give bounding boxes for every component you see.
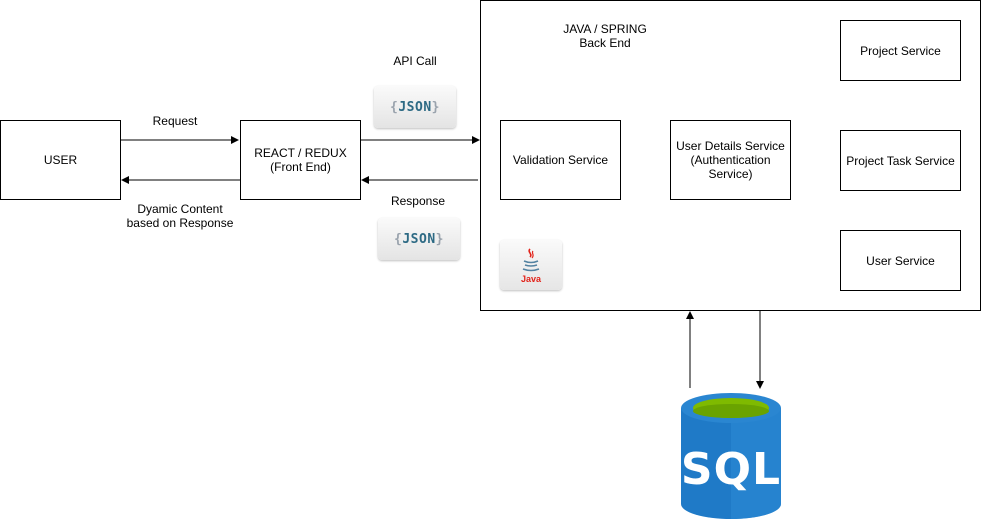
json-brace-close: } <box>435 231 444 247</box>
json-word: JSON <box>398 99 432 115</box>
project-task-service-node[interactable]: Project Task Service <box>840 130 961 191</box>
database-cylinder-icon <box>681 393 781 519</box>
frontend-node-label: REACT / REDUX (Front End) <box>254 146 347 174</box>
validation-service-label: Validation Service <box>512 153 609 167</box>
project-service-node[interactable]: Project Service <box>840 20 961 81</box>
sql-label: SQL <box>680 444 782 495</box>
backend-title: JAVA / SPRING Back End <box>563 22 647 50</box>
user-node[interactable]: USER <box>0 120 121 200</box>
sql-database-icon[interactable]: SQL <box>680 392 782 520</box>
dynamic-content-label: Dyamic Content based on Response <box>126 202 234 230</box>
java-icon: Java <box>500 240 562 290</box>
user-service-label: User Service <box>866 253 935 268</box>
json-brace-open: { <box>394 231 403 247</box>
user-details-service-label: User Details Service (Authentication Ser… <box>676 139 785 181</box>
api-call-label: API Call <box>393 54 437 68</box>
user-details-service-node[interactable]: User Details Service (Authentication Ser… <box>670 120 791 200</box>
request-label: Request <box>152 114 198 128</box>
frontend-node[interactable]: REACT / REDUX (Front End) <box>240 120 361 200</box>
json-icon: {JSON} <box>378 218 460 260</box>
response-label: Response <box>390 194 446 208</box>
project-service-label: Project Service <box>860 43 941 58</box>
json-icon: {JSON} <box>374 86 456 128</box>
json-word: JSON <box>402 231 436 247</box>
java-word: Java <box>520 273 542 284</box>
json-brace-open: { <box>390 99 399 115</box>
java-cup-icon <box>522 247 540 271</box>
json-brace-close: } <box>431 99 440 115</box>
user-node-label: USER <box>43 153 78 167</box>
user-service-node[interactable]: User Service <box>840 230 961 291</box>
validation-service-node[interactable]: Validation Service <box>500 120 621 200</box>
project-task-service-label: Project Task Service <box>846 153 955 168</box>
